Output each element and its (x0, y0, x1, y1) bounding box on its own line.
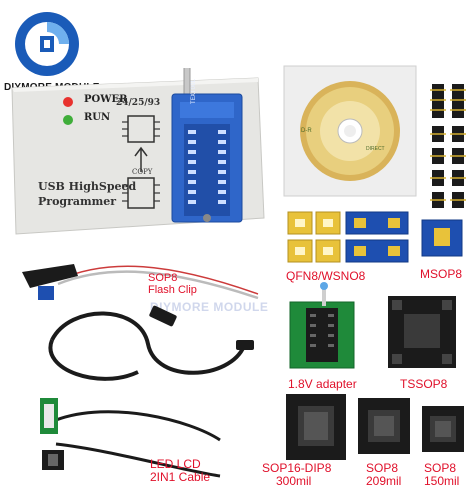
power-led-icon (63, 97, 73, 107)
chip-series-label: 24/25/93 (116, 98, 161, 108)
adapter-1-8v-image (289, 282, 355, 369)
caption-sop16-line1: SOP16-DIP8 (262, 461, 332, 475)
caption-sop16-line2: 300mil (276, 474, 312, 488)
brand-logo-icon (15, 12, 79, 76)
run-label: RUN (84, 112, 111, 123)
run-led-icon (63, 115, 73, 125)
caption-sop8-clip-line2: Flash Clip (148, 284, 197, 296)
msop8-board-image (421, 219, 463, 257)
watermark-text: DIYMORE MODULE (150, 300, 269, 314)
caption-tssop8: TSSOP8 (400, 377, 448, 391)
programmer-title-line1: USB HighSpeed (38, 180, 137, 193)
tssop8-adapter-image (388, 296, 456, 368)
power-label: POWER (84, 94, 128, 105)
caption-sop8-209-line1: SOP8 (366, 461, 399, 475)
caption-lcd-line2: 2IN1 Cable (150, 470, 211, 484)
cd-label-left: D-R (301, 128, 312, 134)
lcd-cable-image (40, 398, 221, 478)
sop-blue-boards-image (345, 211, 409, 263)
caption-sop8-clip-line1: SOP8 (148, 272, 178, 284)
caption-1-8v-adapter: 1.8V adapter (288, 377, 357, 391)
programmer-title-line2: Programmer (38, 195, 117, 208)
software-cd-image (283, 65, 417, 197)
cd-label-right: DIRECT (366, 146, 385, 152)
pin-headers-image (430, 84, 466, 208)
caption-qfn8: QFN8/WSNO8 (286, 269, 366, 283)
caption-lcd-line1: LED LCD (150, 457, 201, 471)
usb-programmer-image (11, 68, 265, 235)
usb-cable-image (48, 305, 254, 381)
caption-sop8-150-line2: 150mil (424, 474, 460, 488)
sop16-dip8-adapter-image (286, 394, 346, 460)
sop8-209mil-adapter-image (358, 398, 410, 454)
sop8-flash-clip-image (22, 264, 259, 300)
socket-text: TEXTOOL (190, 78, 197, 104)
sop8-150mil-adapter-image (422, 406, 464, 452)
caption-msop8: MSOP8 (420, 267, 463, 281)
copy-label: COPY (132, 168, 153, 176)
qfn8-boards-image (287, 211, 341, 263)
caption-sop8-209-line2: 209mil (366, 474, 402, 488)
caption-sop8-150-line1: SOP8 (424, 461, 457, 475)
